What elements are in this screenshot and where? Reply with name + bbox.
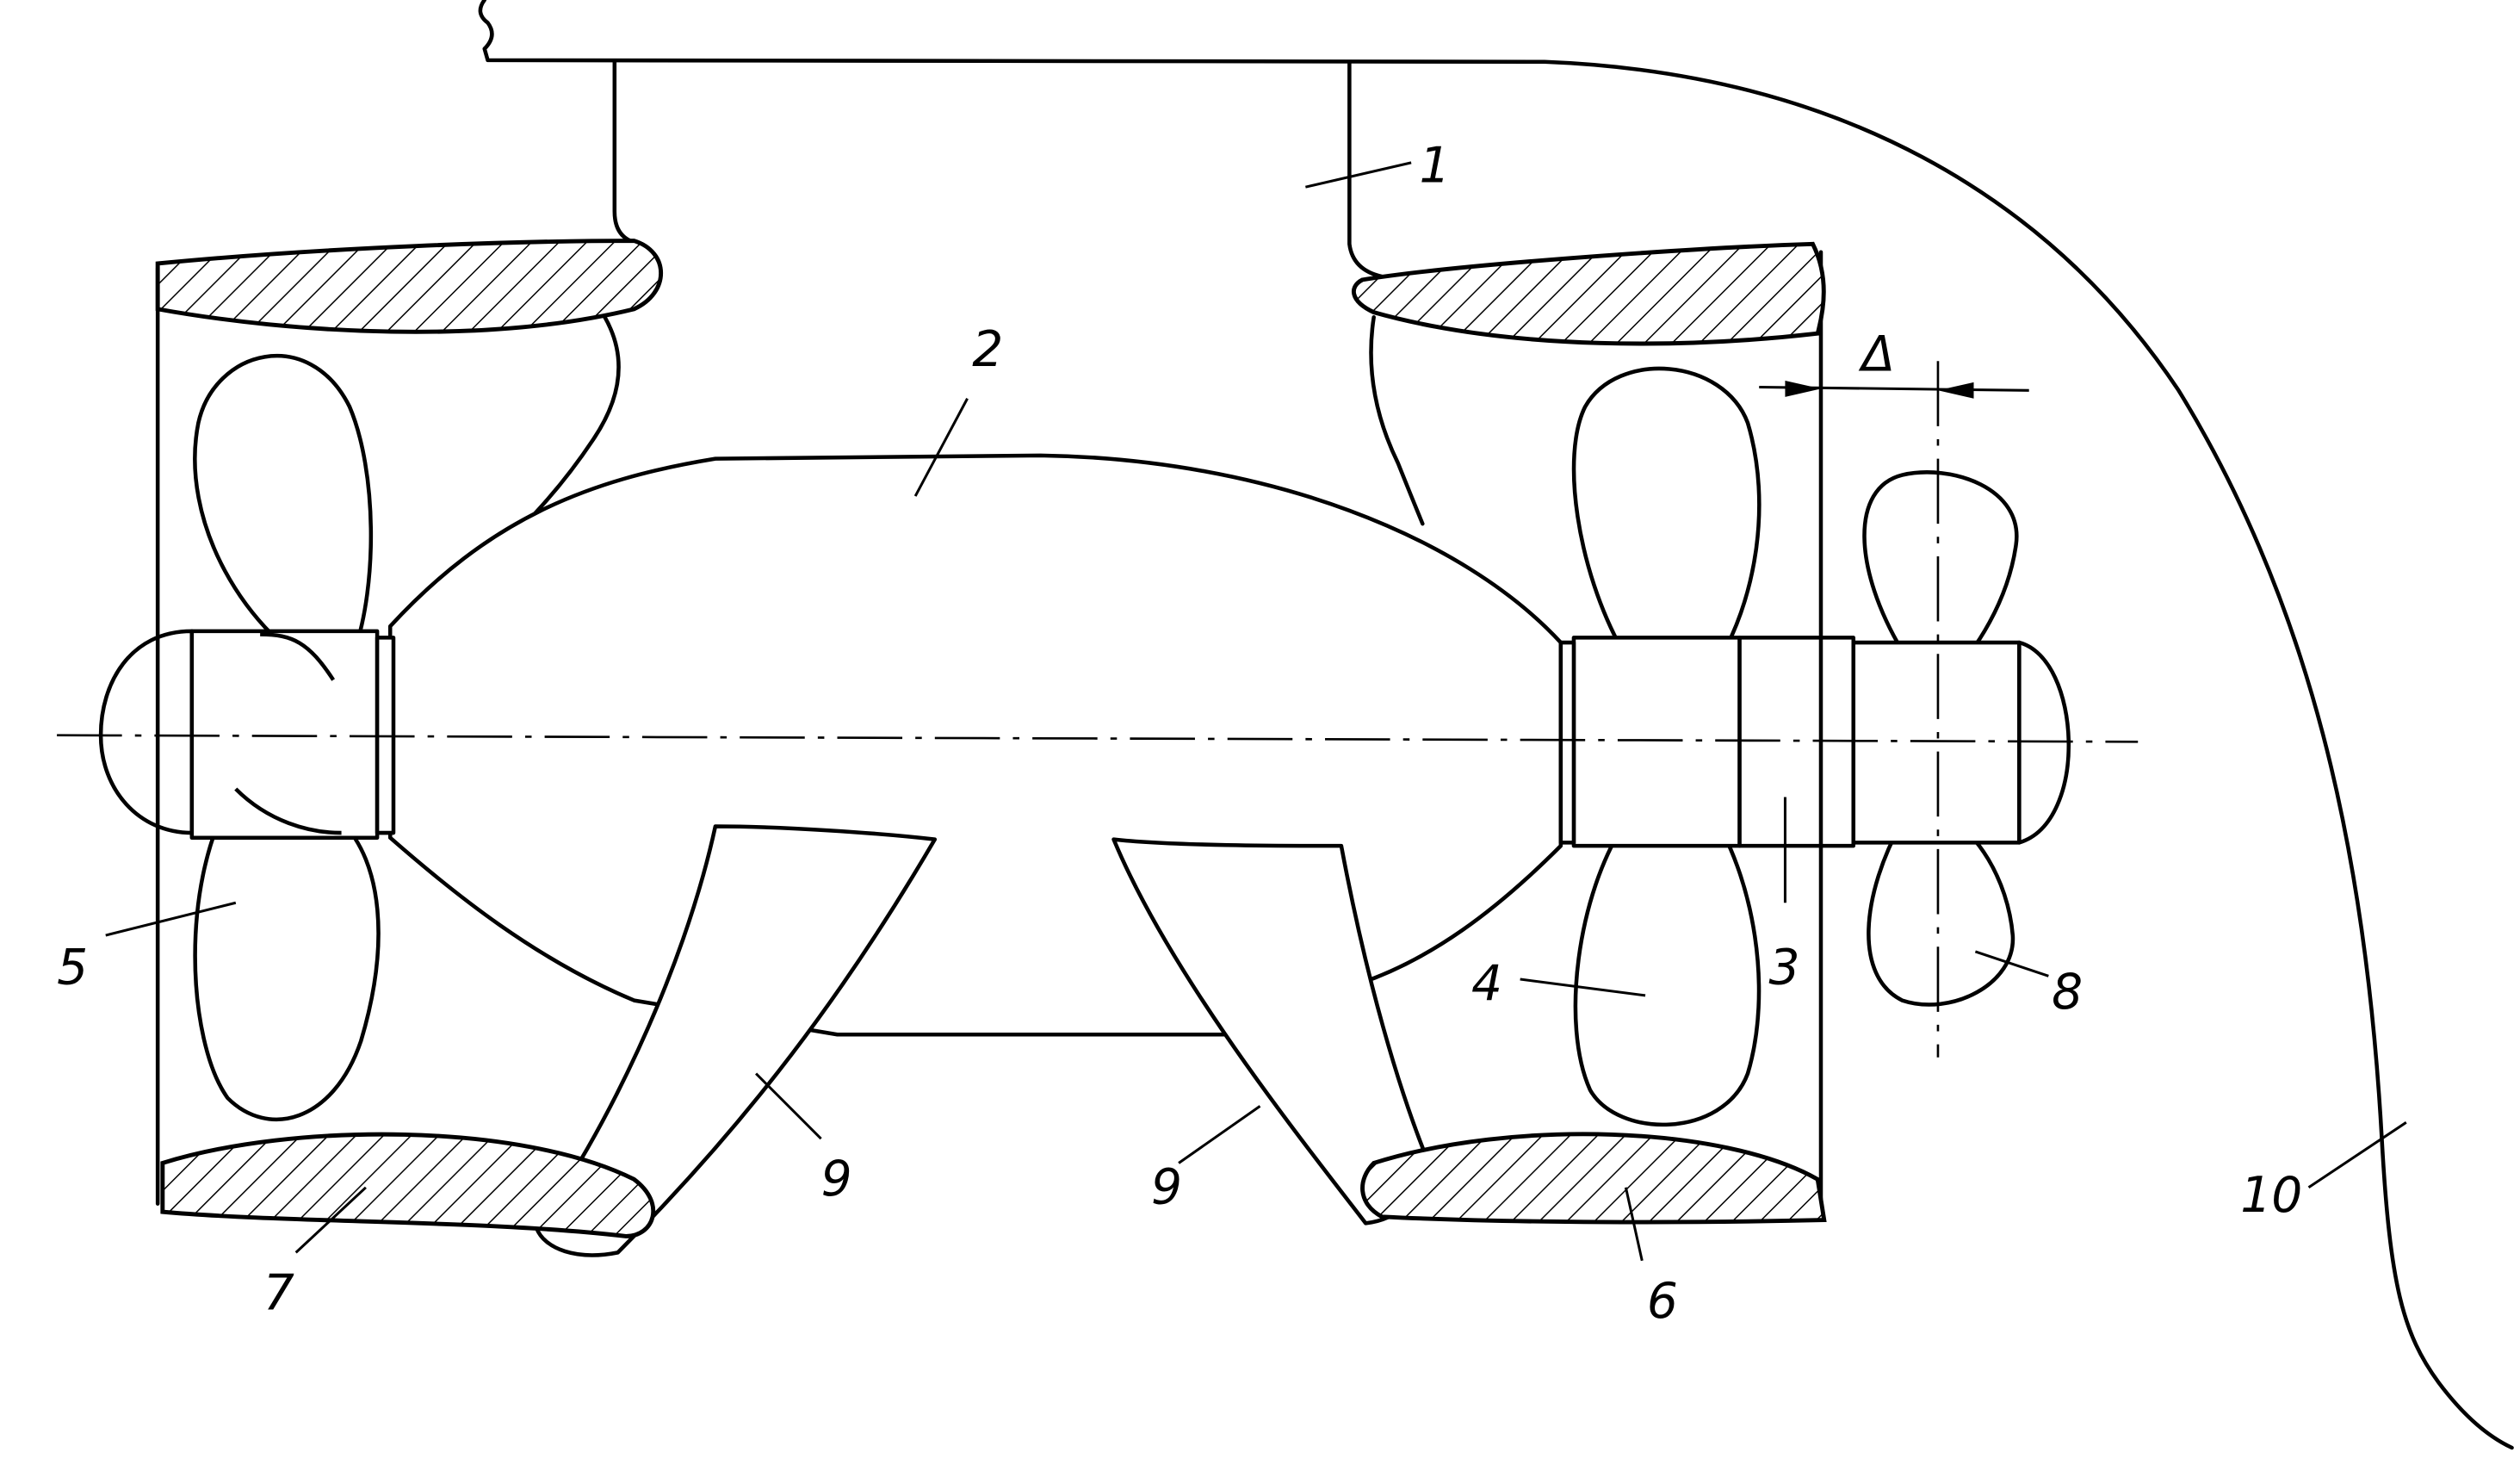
rear-propeller [98, 353, 396, 1121]
label-rear-propeller: 5 [57, 940, 88, 996]
label-fin-right: 9 [1151, 1159, 1182, 1216]
label-gap: Δ [1858, 326, 1895, 383]
leader-lines [105, 161, 2407, 1262]
label-motor-section: 3 [1769, 940, 1800, 996]
hull [478, 0, 2514, 1450]
outer-propeller [1851, 470, 2071, 1007]
label-front-propeller: 4 [1471, 956, 1502, 1013]
shaft-centerline [57, 734, 2139, 743]
front-propeller [1558, 366, 1762, 1127]
label-strut: 1 [1420, 138, 1451, 195]
label-hull: 10 [2240, 1167, 2302, 1224]
label-outer-propeller: 8 [2052, 964, 2083, 1021]
label-rear-nozzle: 7 [263, 1264, 294, 1321]
gap-dimension [1759, 380, 2029, 399]
pod-body [387, 453, 1563, 1037]
front-nozzle [1351, 241, 1827, 1225]
label-pod-body: 2 [972, 321, 1003, 378]
label-fin-left: 9 [821, 1151, 852, 1207]
fin-left [534, 824, 938, 1257]
label-front-nozzle: 6 [1647, 1273, 1678, 1330]
